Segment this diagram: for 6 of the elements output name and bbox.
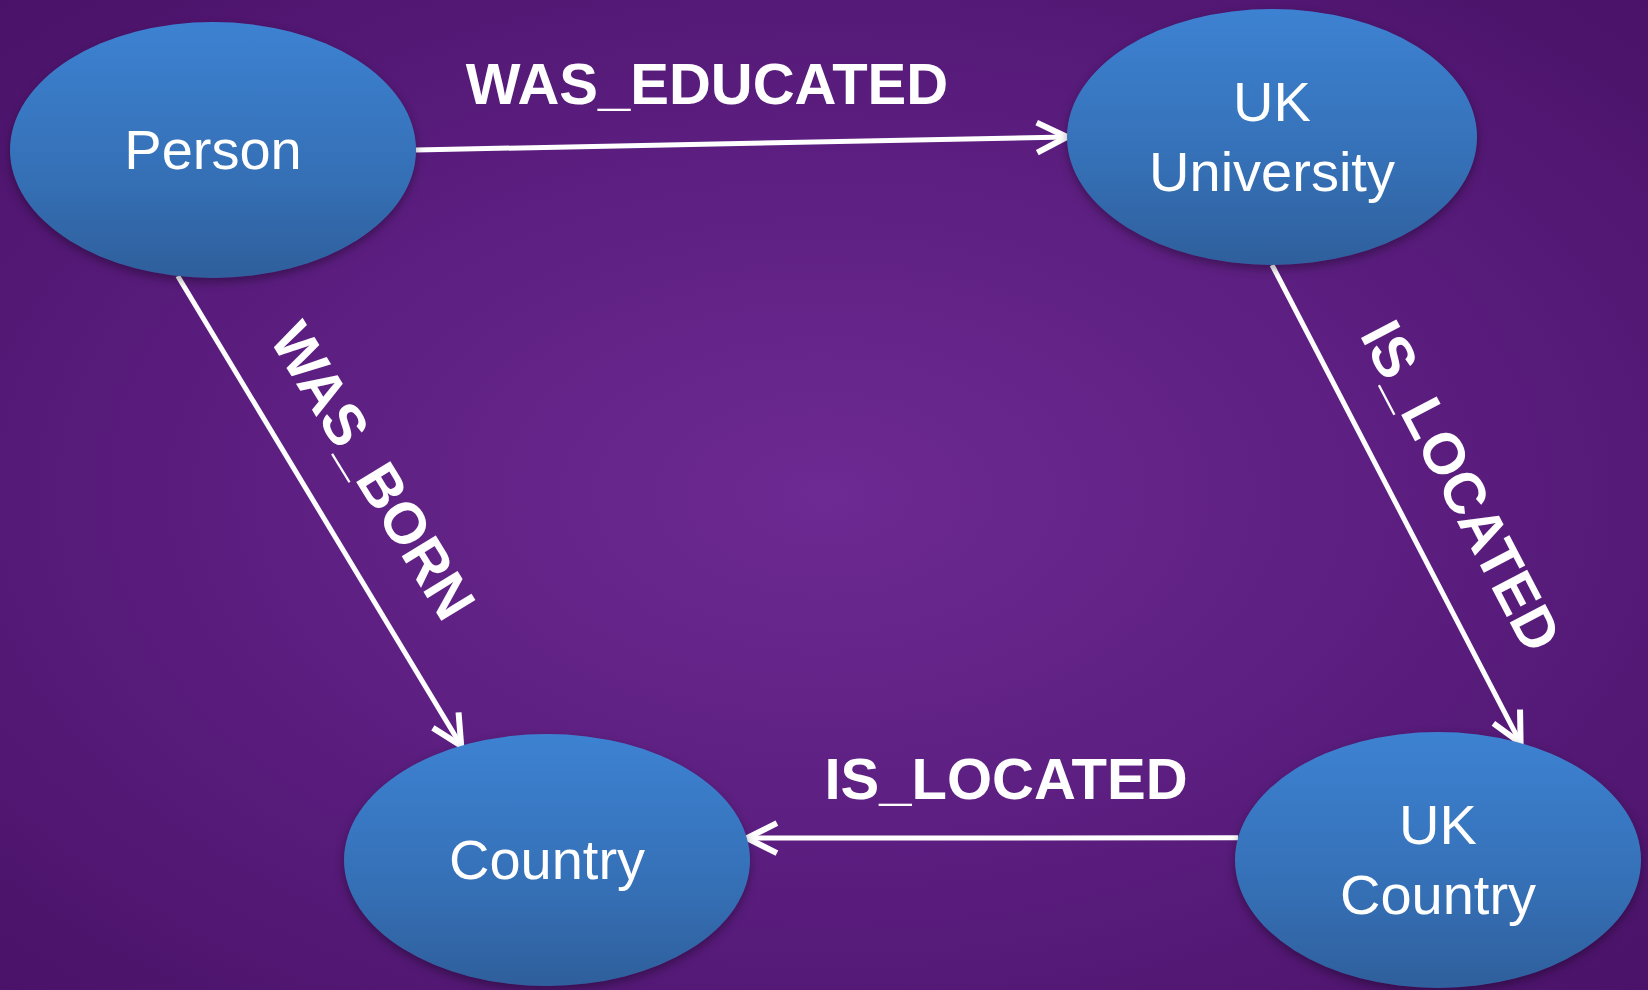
node-label: UK University xyxy=(1148,69,1396,205)
node-label: Country xyxy=(447,827,647,893)
node-label: Person xyxy=(123,117,303,183)
node-label: UK Country xyxy=(1338,792,1538,928)
edge-label: WAS_EDUCATED xyxy=(465,55,949,113)
edge-label: IS_LOCATED xyxy=(824,750,1188,808)
